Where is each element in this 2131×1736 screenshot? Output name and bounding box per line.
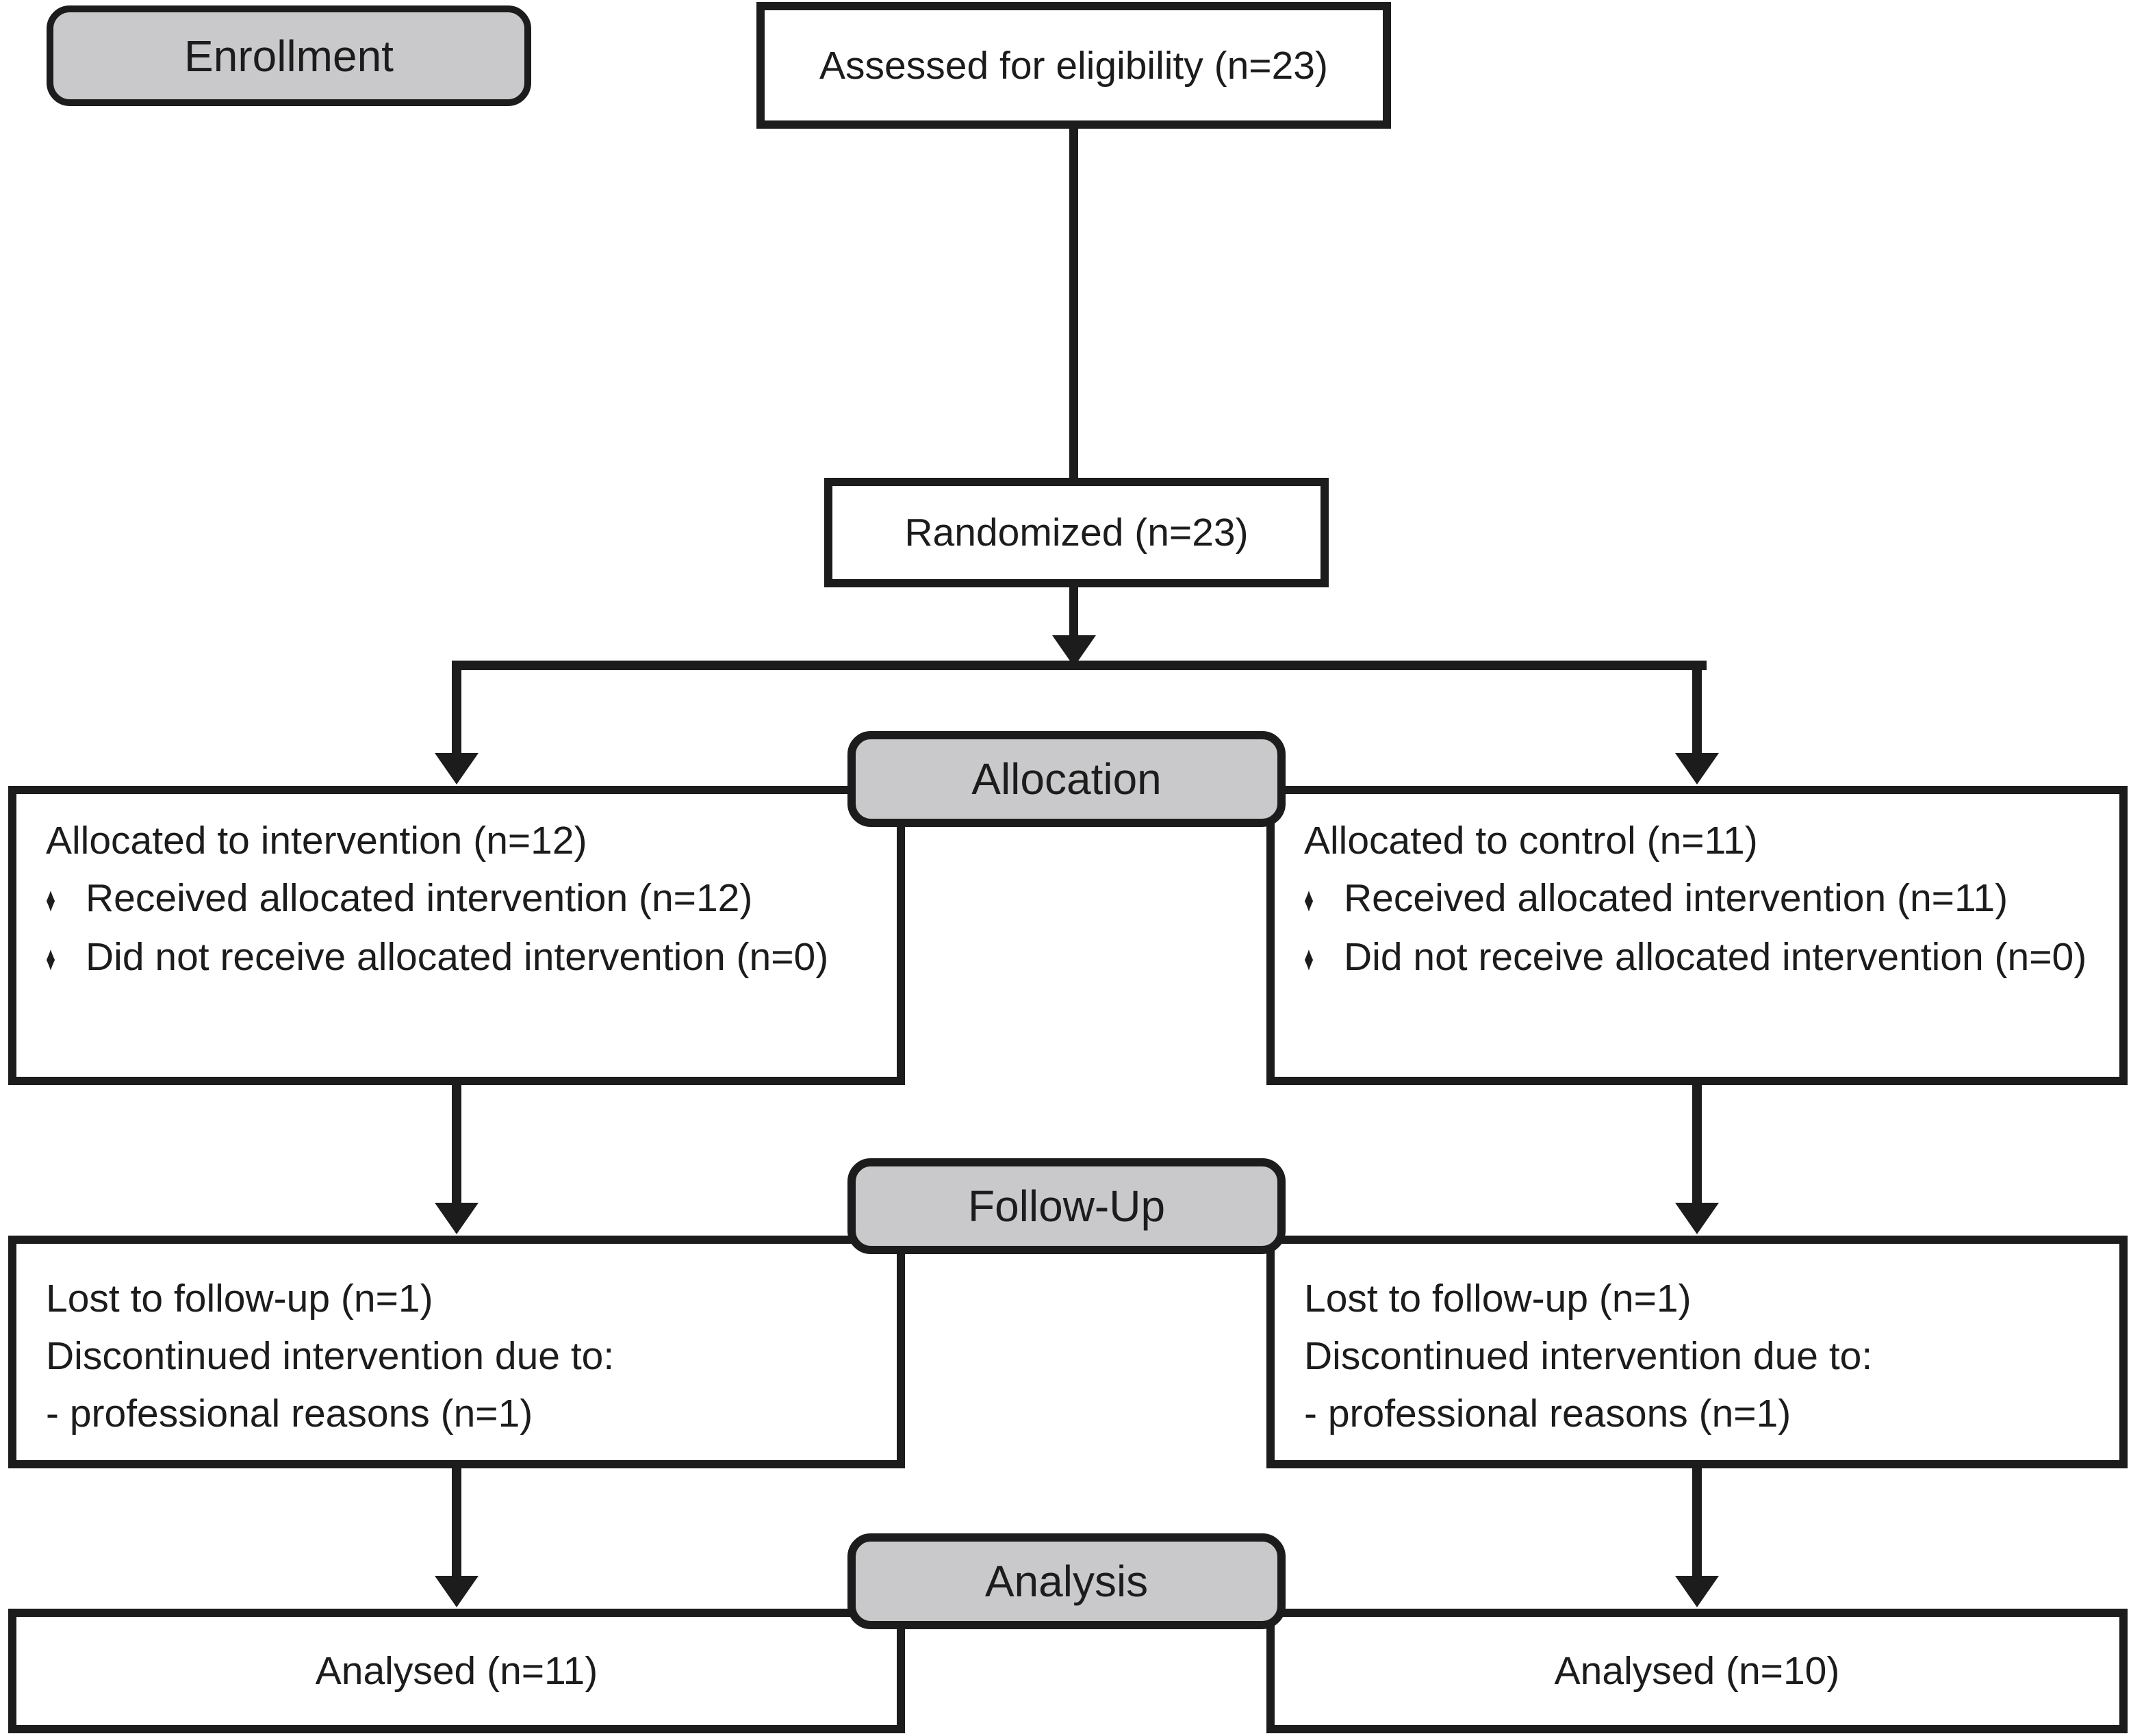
allocated-intervention-bullet-row: ♦ Received allocated intervention (n=12) — [46, 869, 876, 928]
randomized-box: Randomized (n=23) — [824, 478, 1329, 587]
connector-line-assessed-to-randomized — [1069, 127, 1078, 479]
analysed-intervention-text: Analysed (n=11) — [315, 1649, 598, 1693]
allocated-control-bullet-2: Did not receive allocated intervention (… — [1344, 935, 2087, 979]
allocated-intervention-bullet-row: ♦ Did not receive allocated intervention… — [46, 928, 876, 987]
allocated-intervention-title: Allocated to intervention (n=12) — [46, 819, 587, 863]
allocated-intervention-bullet-1: Received allocated intervention (n=12) — [86, 876, 753, 920]
allocated-control-bullet-row: ♦ Did not receive allocated intervention… — [1304, 928, 2099, 987]
allocated-control-bullet-1: Received allocated intervention (n=11) — [1344, 876, 2008, 920]
allocation-stage-label: Allocation — [847, 731, 1286, 827]
arrow-down-icon — [435, 1576, 478, 1607]
allocation-stage-text: Allocation — [971, 754, 1162, 804]
follow-up-control-line-2: Discontinued intervention due to: — [1304, 1334, 1873, 1378]
arrow-down-icon — [435, 753, 478, 784]
connector-line-branch-to-intervention — [452, 665, 461, 756]
randomized-text: Randomized (n=23) — [904, 511, 1249, 554]
follow-up-intervention-line-2: Discontinued intervention due to: — [46, 1334, 615, 1378]
connector-line-allocation-to-followup-left — [452, 1085, 461, 1204]
follow-up-intervention-box: Lost to follow-up (n=1) Discontinued int… — [8, 1236, 905, 1468]
assessed-eligibility-box: Assessed for eligibility (n=23) — [756, 2, 1391, 129]
analysed-control-text: Analysed (n=10) — [1554, 1649, 1840, 1693]
follow-up-control-box: Lost to follow-up (n=1) Discontinued int… — [1266, 1236, 2128, 1468]
analysed-intervention-box: Analysed (n=11) — [8, 1609, 905, 1733]
follow-up-stage-label: Follow-Up — [847, 1158, 1286, 1254]
allocated-control-box: Allocated to control (n=11) ♦ Received a… — [1266, 786, 2128, 1085]
allocated-control-title: Allocated to control (n=11) — [1304, 819, 1758, 863]
enrollment-stage-text: Enrollment — [184, 31, 394, 81]
allocated-control-bullet-row: ♦ Received allocated intervention (n=11) — [1304, 869, 2099, 928]
connector-line-randomized-to-branch — [1069, 586, 1078, 638]
connector-line-branch-to-control — [1692, 665, 1702, 756]
branch-line — [452, 661, 1707, 670]
arrow-down-icon — [1675, 1203, 1719, 1234]
analysis-stage-label: Analysis — [847, 1533, 1286, 1629]
follow-up-control-line-3: - professional reasons (n=1) — [1304, 1392, 1791, 1435]
connector-line-allocation-to-followup-right — [1692, 1085, 1702, 1204]
follow-up-control-line-1: Lost to follow-up (n=1) — [1304, 1277, 1692, 1320]
allocated-intervention-box: Allocated to intervention (n=12) ♦ Recei… — [8, 786, 905, 1085]
connector-line-followup-to-analysis-left — [452, 1468, 461, 1577]
arrow-down-icon — [435, 1203, 478, 1234]
diamond-bullet-icon: ♦ — [46, 880, 56, 919]
follow-up-stage-text: Follow-Up — [967, 1182, 1166, 1231]
follow-up-intervention-line-3: - professional reasons (n=1) — [46, 1392, 533, 1435]
enrollment-stage-label: Enrollment — [47, 5, 531, 106]
arrow-down-icon — [1675, 1576, 1719, 1607]
follow-up-intervention-line-1: Lost to follow-up (n=1) — [46, 1277, 433, 1320]
diamond-bullet-icon: ♦ — [1304, 939, 1314, 978]
assessed-eligibility-text: Assessed for eligibility (n=23) — [819, 43, 1328, 88]
diamond-bullet-icon: ♦ — [46, 939, 56, 978]
allocated-intervention-bullet-2: Did not receive allocated intervention (… — [86, 935, 829, 979]
diamond-bullet-icon: ♦ — [1304, 880, 1314, 919]
analysis-stage-text: Analysis — [984, 1557, 1149, 1606]
arrow-down-icon — [1675, 753, 1719, 784]
analysed-control-box: Analysed (n=10) — [1266, 1609, 2128, 1733]
connector-line-followup-to-analysis-right — [1692, 1468, 1702, 1577]
